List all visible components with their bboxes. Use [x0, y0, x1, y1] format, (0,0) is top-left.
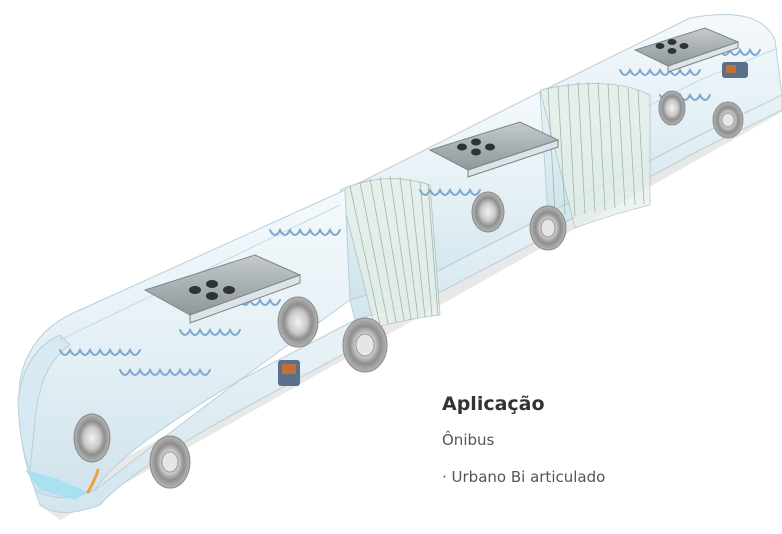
front-bumper — [25, 470, 88, 500]
roof-ac-unit-rear — [633, 27, 740, 73]
compressor-rear — [722, 62, 748, 78]
compressor-front — [278, 360, 300, 386]
roof-ac-unit-middle — [428, 121, 560, 178]
caption-list-item: · Urbano Bi articulado — [442, 468, 606, 486]
wheels — [73, 90, 744, 489]
caption-subtitle: Ônibus — [442, 431, 495, 449]
application-caption: Aplicação Ônibus · Urbano Bi articulado — [442, 392, 762, 487]
front-bellows — [339, 175, 441, 329]
rear-bellows — [539, 81, 651, 229]
airflow-arrows — [59, 47, 761, 376]
roof-ac-unit-front — [143, 254, 302, 324]
caption-title: Aplicação — [442, 393, 545, 415]
headlight — [86, 468, 100, 494]
